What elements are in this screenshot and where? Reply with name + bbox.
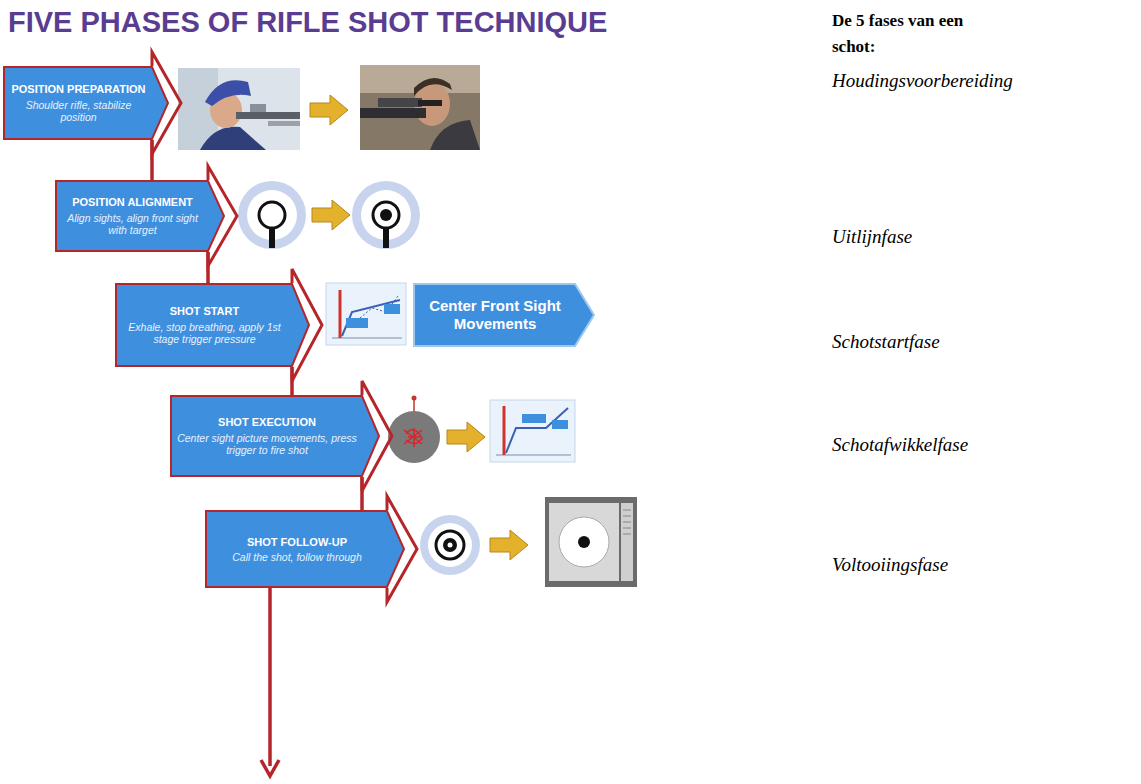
yellow-arrow [447,422,485,452]
phase-translation: Uitlijnfase [832,226,912,248]
arrow-shape [56,181,224,251]
node-text-group: SHOT START Exhale, stop breathing, apply … [121,304,288,345]
node-heading: POSITION ALIGNMENT [61,195,204,209]
node-body: Align sights, align front sight with tar… [61,212,204,237]
phase-translation: Houdingsvoorbereiding [832,70,1013,92]
node-body: Center sight picture movements, press tr… [176,432,358,457]
phase-arrow: POSITION PREPARATION Shoulder rifle, stab… [3,66,169,140]
node-text-group: SHOT EXECUTION Center sight picture movem… [176,415,358,456]
arrow-outline [205,510,405,588]
arrow-shape [116,284,309,366]
node-text-group: SHOT FOLLOW-UP Call the shot, follow thro… [211,535,383,564]
phase-arrow: SHOT FOLLOW-UP Call the shot, follow thro… [205,510,405,588]
phase-translation: Schotstartfase [832,331,940,353]
phase-translation: Voltooiingsfase [832,554,948,576]
node-text-group: Center Front Sight Movements [419,297,571,333]
side-heading: De 5 fases van een schot: [832,8,1002,61]
shooter-photo [360,65,480,150]
node-body: Shoulder rifle, stabilize position [9,99,148,124]
yellow-arrow [310,95,348,125]
phase-translation: Schotafwikkelfase [832,434,968,456]
hold-area-symbol [388,396,440,464]
node-body: Call the shot, follow through [211,551,383,564]
arrow-shape [414,284,594,346]
diagram-title: FIVE PHASES OF RIFLE SHOT TECHNIQUE [8,6,607,39]
node-heading: Center Front Sight Movements [419,297,571,333]
node-heading: SHOT FOLLOW-UP [211,535,383,549]
rear-sight-symbol [238,181,306,249]
yellow-arrow [490,530,528,560]
score-monitor [545,497,637,587]
yellow-arrow [312,200,350,230]
phase-arrow: SHOT EXECUTION Center sight picture movem… [170,395,380,477]
phase-arrow: POSITION ALIGNMENT Align sights, align fr… [55,180,225,252]
node-body: Exhale, stop breathing, apply 1st stage … [121,321,288,346]
arrow-shape [4,67,168,139]
shot-call-symbol [420,515,480,575]
node-text-group: POSITION ALIGNMENT Align sights, align fr… [61,195,204,236]
trigger-chart [326,283,406,345]
node-heading: SHOT EXECUTION [176,415,358,429]
arrow-shape [206,511,404,587]
node-text-group: POSITION PREPARATION Shoulder rifle, stab… [9,82,148,123]
side-arrow: Center Front Sight Movements [413,283,595,347]
arrow-shape [171,396,379,476]
shooter-photo [178,68,300,150]
node-heading: SHOT START [121,304,288,318]
trigger-chart [490,400,575,462]
phase-arrow: SHOT START Exhale, stop breathing, apply … [115,283,310,367]
aligned-sight-symbol [352,181,420,249]
node-heading: POSITION PREPARATION [9,82,148,96]
red-tail [261,588,279,776]
